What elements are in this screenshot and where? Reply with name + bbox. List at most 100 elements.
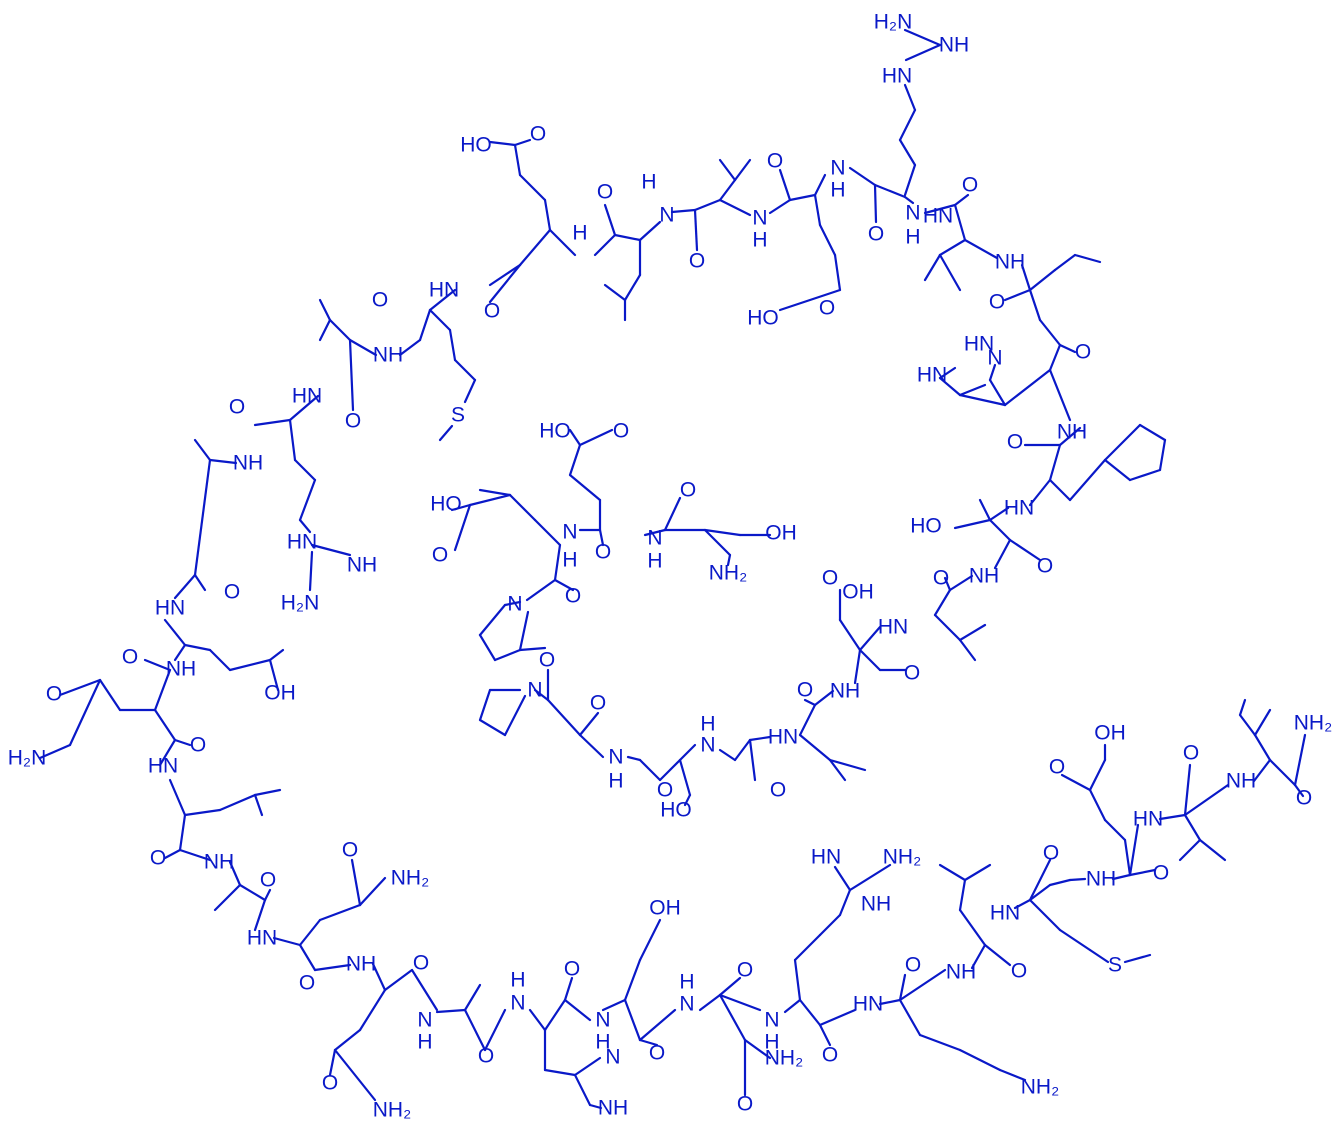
atom-label-e4-o: O bbox=[868, 223, 884, 246]
bond-2 bbox=[903, 83, 917, 112]
atom-label-l4-o: O bbox=[797, 679, 813, 702]
bond-27 bbox=[718, 158, 737, 182]
atom-label-l4-hn: HN bbox=[768, 726, 798, 749]
bond-256 bbox=[898, 998, 922, 1037]
atom-label-q3-nh2: NH₂ bbox=[373, 1099, 411, 1122]
bond-1 bbox=[904, 43, 942, 62]
atom-label-l6-nh: NH bbox=[946, 961, 976, 984]
bond-7 bbox=[513, 138, 532, 147]
atom-label-s2-o: O bbox=[680, 479, 696, 502]
atom-label-e3-ho: HO bbox=[747, 307, 779, 330]
bond-229 bbox=[573, 1073, 592, 1107]
atom-label-e8-o2: O bbox=[1153, 862, 1169, 885]
atom-label-h2-o: O bbox=[564, 958, 580, 981]
bond-222 bbox=[483, 1008, 507, 1052]
atom-label-e3-nh: N bbox=[830, 157, 845, 180]
bond-187 bbox=[68, 678, 102, 747]
bond-138 bbox=[568, 473, 602, 502]
bond-278 bbox=[1123, 838, 1132, 877]
bond-183 bbox=[153, 668, 172, 712]
atom-label-l5-nh: NH bbox=[204, 851, 234, 874]
bond-86 bbox=[933, 613, 962, 642]
atom-label-r3-hn: HN bbox=[811, 846, 841, 869]
bond-128 bbox=[553, 543, 562, 582]
bond-228 bbox=[543, 1068, 577, 1077]
bond-99 bbox=[828, 758, 847, 782]
bond-140 bbox=[568, 428, 582, 447]
atom-label-m1-s: S bbox=[451, 404, 465, 427]
bond-164 bbox=[288, 418, 297, 462]
bond-75 bbox=[1103, 458, 1132, 482]
bond-49 bbox=[1020, 263, 1032, 292]
atom-label-q2-o2: O bbox=[299, 972, 315, 995]
atom-label-s3-n: N bbox=[595, 1009, 610, 1032]
bond-116 bbox=[478, 718, 507, 737]
bond-220 bbox=[463, 983, 482, 1012]
bond-244 bbox=[783, 998, 802, 1014]
bond-102 bbox=[748, 738, 757, 782]
bond-259 bbox=[998, 1068, 1027, 1082]
bond-79 bbox=[978, 498, 992, 522]
bond-212 bbox=[371, 962, 387, 992]
atom-label-e4-h: H bbox=[905, 226, 920, 249]
atom-label-g1-hn: HN bbox=[882, 65, 912, 88]
atom-label-e6-nh: N bbox=[647, 527, 662, 550]
atom-label-e2nh: H bbox=[641, 171, 656, 194]
bond-13 bbox=[488, 263, 522, 287]
bond-81 bbox=[1008, 538, 1042, 562]
bond-237 bbox=[638, 1008, 677, 1042]
bond-117 bbox=[478, 688, 492, 722]
bond-147 bbox=[703, 528, 742, 537]
bond-96 bbox=[803, 698, 817, 707]
atom-label-e2h: H bbox=[572, 222, 587, 245]
bond-221 bbox=[463, 1008, 487, 1052]
atom-label-r2-h2n: H₂N bbox=[281, 592, 319, 615]
atom-label-s3-o: O bbox=[649, 1042, 665, 1065]
bond-165 bbox=[293, 458, 317, 482]
bond-52 bbox=[1073, 253, 1102, 264]
bond-209 bbox=[358, 876, 387, 907]
bond-131 bbox=[478, 488, 512, 497]
bond-145 bbox=[703, 528, 732, 557]
bond-281 bbox=[1088, 758, 1107, 792]
atom-label-e7-nh: NH bbox=[166, 658, 196, 681]
atom-label-e8-o: O bbox=[1049, 756, 1065, 779]
bond-111 bbox=[578, 733, 605, 759]
atom-label-a2-nh: NH bbox=[233, 452, 263, 475]
bond-112 bbox=[578, 711, 600, 737]
bond-182 bbox=[143, 658, 172, 672]
atom-label-e5-h: H bbox=[562, 549, 577, 572]
bond-45 bbox=[938, 238, 967, 257]
bond-82 bbox=[993, 538, 1012, 570]
bond-260 bbox=[898, 968, 947, 1002]
bond-127 bbox=[553, 578, 575, 592]
bond-171 bbox=[193, 438, 212, 462]
atom-label-a4-h: H bbox=[417, 1031, 432, 1054]
atom-label-h2-ring-nh: NH bbox=[598, 1097, 628, 1120]
bond-47 bbox=[938, 253, 962, 292]
bond-159 bbox=[328, 318, 352, 342]
bond-88 bbox=[958, 623, 987, 642]
bond-295 bbox=[1253, 733, 1272, 762]
bond-57 bbox=[1048, 343, 1062, 372]
bond-120 bbox=[503, 600, 522, 607]
bond-87 bbox=[958, 638, 977, 662]
bond-34 bbox=[813, 193, 822, 227]
bond-124 bbox=[518, 610, 530, 652]
bond-92 bbox=[858, 648, 882, 672]
bond-173 bbox=[193, 573, 207, 592]
atom-label-n1-o: O bbox=[737, 959, 753, 982]
bond-139 bbox=[568, 443, 582, 477]
bond-layer bbox=[38, 28, 1307, 1110]
bond-69 bbox=[1048, 478, 1072, 502]
atom-label-t-nh: NH bbox=[969, 565, 999, 588]
bond-176 bbox=[173, 643, 187, 662]
bond-181 bbox=[268, 648, 285, 662]
bond-197 bbox=[178, 813, 187, 852]
bond-163 bbox=[253, 418, 292, 427]
atom-label-r3-nh: NH bbox=[861, 893, 891, 916]
bond-234 bbox=[638, 918, 662, 962]
bond-123 bbox=[493, 648, 522, 662]
atom-label-n1-o2: O bbox=[737, 1093, 753, 1116]
